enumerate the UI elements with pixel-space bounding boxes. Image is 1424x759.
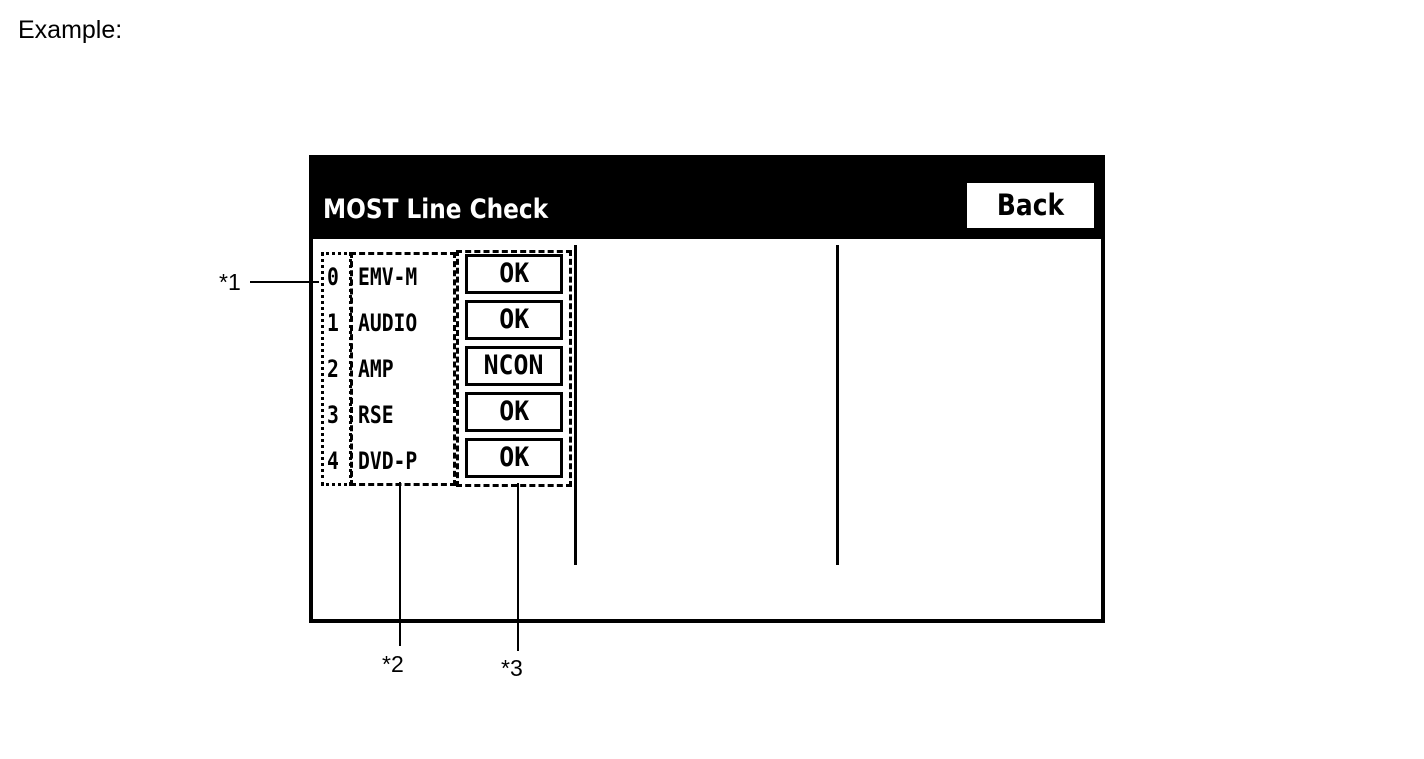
- callout-leader-2: [399, 482, 401, 646]
- row-index: 1: [327, 309, 339, 337]
- callout-leader-3: [517, 483, 519, 651]
- callout-leader-1: [250, 281, 319, 283]
- most-line-check-screen: MOST Line Check Back 0 EMV-M OK 1 AUDIO …: [309, 155, 1105, 623]
- callout-label-3: *3: [501, 655, 523, 681]
- row-status-button[interactable]: NCON: [465, 346, 563, 386]
- example-caption: Example:: [18, 16, 123, 44]
- row-status-label: OK: [499, 258, 529, 289]
- row-status-label: NCON: [484, 350, 544, 381]
- back-button[interactable]: Back: [967, 183, 1094, 228]
- row-index: 2: [327, 355, 339, 383]
- row-index: 0: [327, 263, 339, 291]
- row-device-name: EMV-M: [358, 263, 418, 291]
- column-divider-2: [836, 245, 839, 565]
- row-status-label: OK: [499, 442, 529, 473]
- row-status-button[interactable]: OK: [465, 254, 563, 294]
- row-index: 4: [327, 447, 339, 475]
- row-device-name: AMP: [358, 355, 394, 383]
- row-status-button[interactable]: OK: [465, 438, 563, 478]
- callout-label-2: *2: [382, 651, 404, 677]
- screen-title: MOST Line Check: [323, 194, 549, 225]
- row-status-button[interactable]: OK: [465, 392, 563, 432]
- row-status-label: OK: [499, 396, 529, 427]
- row-index: 3: [327, 401, 339, 429]
- device-name-column-highlight: [350, 252, 456, 486]
- row-device-name: DVD-P: [358, 447, 418, 475]
- column-divider-1: [574, 245, 577, 565]
- back-button-label: Back: [996, 188, 1065, 222]
- row-status-label: OK: [499, 304, 529, 335]
- callout-label-1: *1: [219, 269, 241, 295]
- row-device-name: AUDIO: [358, 309, 418, 337]
- status-column-highlight: [456, 250, 572, 487]
- row-status-button[interactable]: OK: [465, 300, 563, 340]
- row-device-name: RSE: [358, 401, 394, 429]
- title-bar: MOST Line Check Back: [313, 159, 1101, 239]
